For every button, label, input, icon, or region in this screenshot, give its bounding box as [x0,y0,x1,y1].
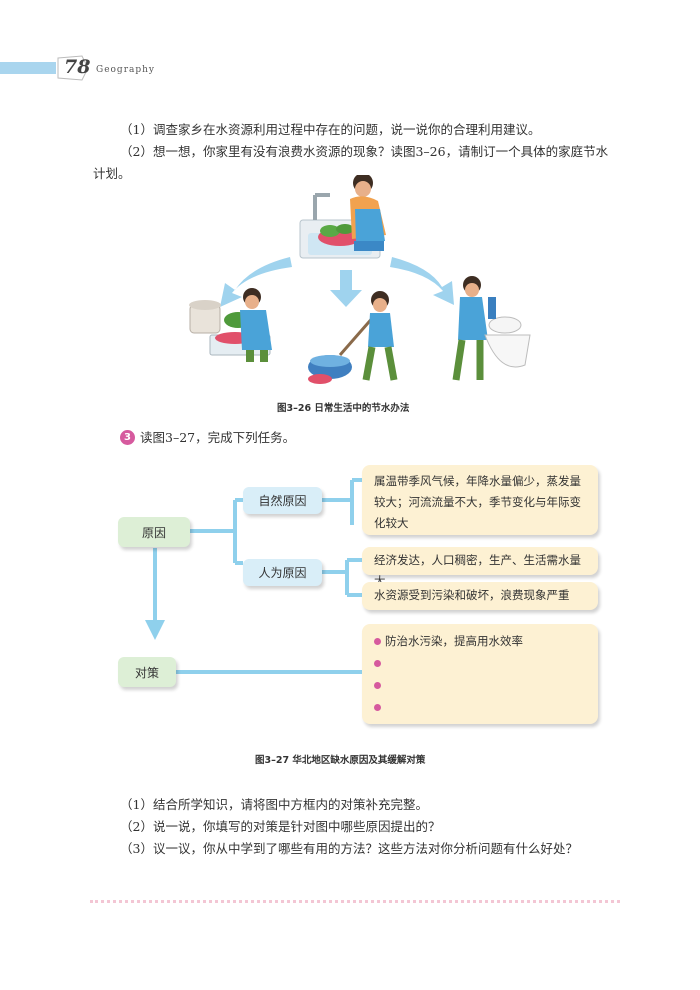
human-detail-box-2: 水资源受到污染和破坏，浪费现象严重 [362,582,598,610]
figure-3-27-caption: 图3–27 华北地区缺水原因及其缓解对策 [255,755,426,766]
question-3: （3）议一议，你从中学到了哪些有用的方法？这些方法对你分析问题有什么好处？ [120,841,578,856]
human-detail-box-1: 经济发达，人口稠密，生产、生活需水量大 [362,547,598,588]
natural-reason-box: 自然原因 [243,487,322,514]
question-2: （2）说一说，你填写的对策是针对图中哪些原因提出的？ [120,819,441,834]
natural-detail-line-1: 属温带季风气候，年降水量偏少，蒸发量 [374,474,581,488]
footer-divider [90,900,620,903]
natural-detail-line-3: 化较大 [374,516,409,530]
subject-label: Geography [96,65,156,75]
page-number: 78 [64,56,91,78]
human-detail-1-text: 经济发达，人口稠密，生产、生活需水量大 [374,553,581,588]
reason-box: 原因 [118,517,190,547]
question-1: （1）结合所学知识，请将图中方框内的对策补充完整。 [120,797,428,812]
bullet-dot [374,681,381,689]
measure-row[interactable] [374,674,588,696]
countermeasure-detail-box: 防治水污染，提高用水效率 [362,624,598,724]
natural-detail-line-2: 较大；河流流量不大，季节变化与年际变 [374,495,581,509]
basin-washing-scene [189,288,272,362]
toilet-flushing-scene [452,276,531,381]
human-reason-box: 人为原因 [243,559,322,586]
human-detail-2-text: 水资源受到污染和破坏，浪费现象严重 [374,588,570,602]
intro-item-2-line-2: 计划。 [93,166,131,181]
natural-detail-box: 属温带季风气候，年降水量偏少，蒸发量 较大；河流流量不大，季节变化与年际变 化较… [362,465,598,535]
water-saving-illustration [189,175,531,384]
task-number-badge: 3 [120,430,135,445]
countermeasure-box: 对策 [118,657,176,687]
measure-row[interactable] [374,696,588,718]
task-3-text: 读图3–27，完成下列任务。 [140,430,296,445]
flow-arrows [220,257,454,307]
header-bar [0,62,56,74]
intro-item-2-line-1: （2）想一想，你家里有没有浪费水资源的现象？读图3–26，请制订一个具体的家庭节… [120,144,609,159]
mopping-scene [308,291,398,384]
bullet-dot [374,703,381,711]
measure-text-1: 防治水污染，提高用水效率 [385,633,523,648]
bullet-dot [374,637,381,645]
measure-row: 防治水污染，提高用水效率 [374,630,588,652]
washing-vegetables-scene [299,175,386,259]
measure-row[interactable] [374,652,588,674]
figure-3-26-caption: 图3–26 日常生活中的节水办法 [277,403,410,414]
intro-item-1: （1）调查家乡在水资源利用过程中存在的问题，说一说你的合理利用建议。 [120,122,541,137]
page-number-badge [57,55,89,81]
bullet-dot [374,659,381,667]
